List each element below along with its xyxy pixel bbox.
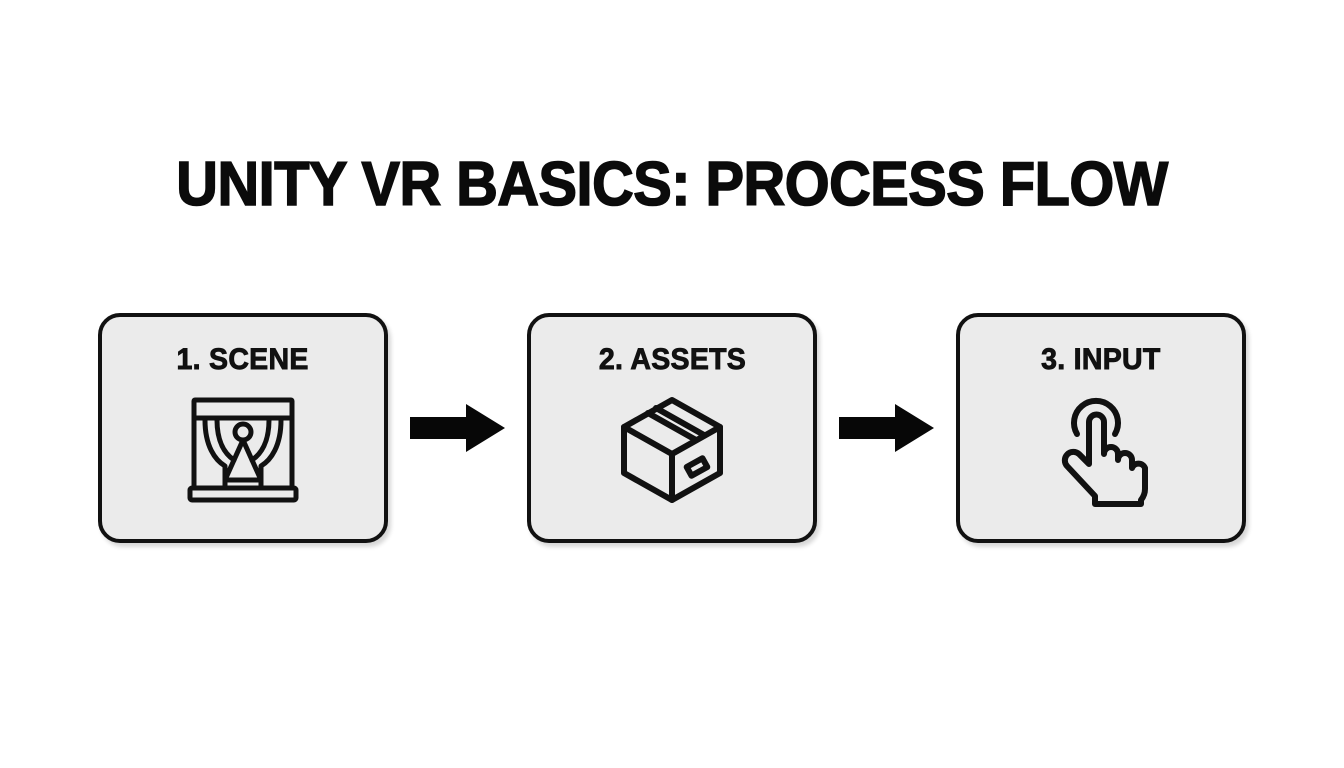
tap-hand-pointer-icon [1041,391,1161,509]
flow-connector-arrow-1 [409,400,506,456]
theater-stage-curtain-icon [183,391,303,509]
process-flow-row: 1. SCENE [98,312,1246,544]
flow-step-card-assets[interactable]: 2. ASSETS [527,313,817,543]
arrow-right-icon [409,404,505,452]
page-title-container: UNITY VR BASICS: PROCESS FLOW [0,112,1344,257]
flow-step-card-scene[interactable]: 1. SCENE [98,313,388,543]
flow-step-label-assets: 2. ASSETS [598,343,746,377]
flow-step-card-input[interactable]: 3. INPUT [956,313,1246,543]
flow-connector-arrow-2 [838,400,935,456]
page-title: UNITY VR BASICS: PROCESS FLOW [176,149,1169,219]
package-box-icon [612,391,732,509]
flow-step-label-scene: 1. SCENE [176,343,310,377]
flow-step-label-input: 3. INPUT [1041,343,1161,377]
arrow-right-icon [838,404,934,452]
